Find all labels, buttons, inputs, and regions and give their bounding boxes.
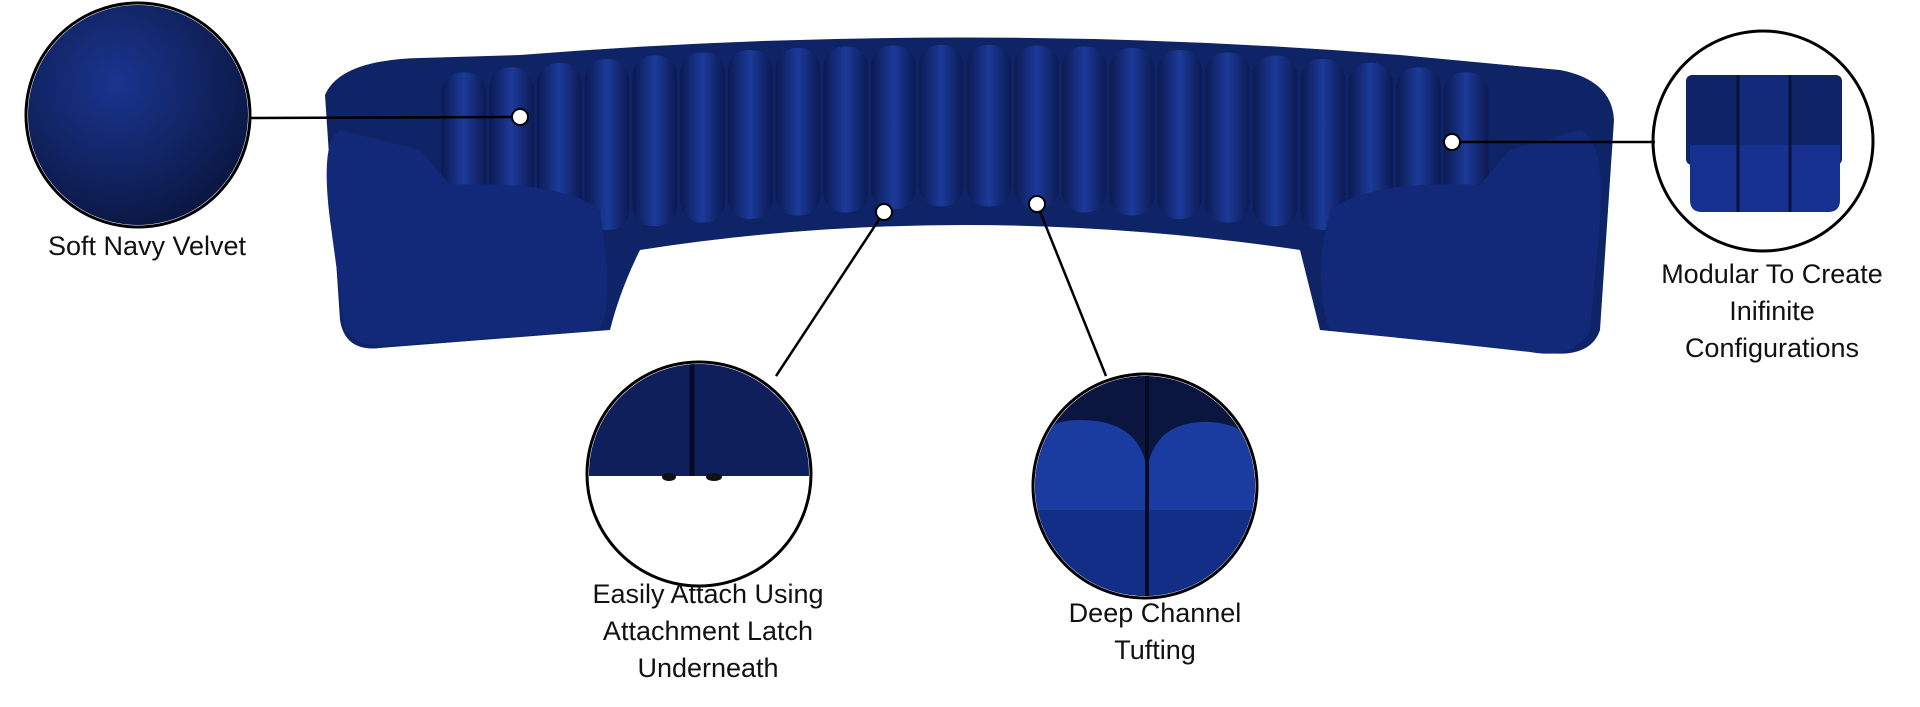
latch-label-line: Easily Attach Using (592, 579, 824, 609)
velvet-dot (511, 108, 529, 126)
modular-feature-label: Modular To Create Inifinite Configuratio… (1661, 256, 1883, 367)
velvet-feature-label: Soft Navy Velvet (48, 228, 246, 265)
sofa-channel (632, 55, 678, 227)
tufting-feature-label: Deep Channel Tufting (1069, 595, 1242, 669)
latch-label-line: Attachment Latch (602, 616, 814, 646)
sofa-channel (1300, 58, 1346, 231)
sofa-channel (680, 52, 725, 223)
sofa-channel (584, 58, 630, 231)
sofa-channel (918, 45, 964, 207)
sofa-channel (823, 46, 869, 213)
tufting-label-line: Tufting (1114, 635, 1196, 665)
sofa-channel (1252, 55, 1298, 227)
sofa-channel (871, 45, 916, 210)
callout-dots (511, 108, 1461, 221)
velvet-detail-circle (24, 1, 252, 229)
sofa-channel (1157, 50, 1203, 219)
latch-detail-circle (585, 360, 813, 588)
sofa-channel (1014, 45, 1059, 210)
latch-feature-label: Easily Attach Using Attachment Latch Und… (592, 576, 823, 687)
sofa-channel (1109, 48, 1155, 216)
latch-label-line: Underneath (637, 653, 779, 683)
sofa-channel (775, 48, 821, 216)
tufting-label-line: Deep Channel (1068, 598, 1242, 628)
sofa-channel (727, 50, 773, 219)
sofa-channel (1061, 46, 1107, 213)
modular-label-line: Configurations (1684, 333, 1860, 363)
modular-label-line: Inifinite (1729, 296, 1815, 326)
sofa-channel (966, 45, 1012, 207)
tufting-dot (1028, 195, 1046, 213)
velvet-label-line: Soft Navy Velvet (47, 231, 247, 261)
tufting-detail-circle (1031, 372, 1259, 600)
modular-label-line: Modular To Create (1661, 259, 1883, 289)
latch-dot (875, 203, 893, 221)
modular-dot (1443, 133, 1461, 151)
sofa-image (325, 37, 1614, 354)
callout-lines (249, 115, 1655, 377)
sofa-channel (1205, 52, 1250, 223)
modular-detail-circle (1651, 29, 1875, 253)
